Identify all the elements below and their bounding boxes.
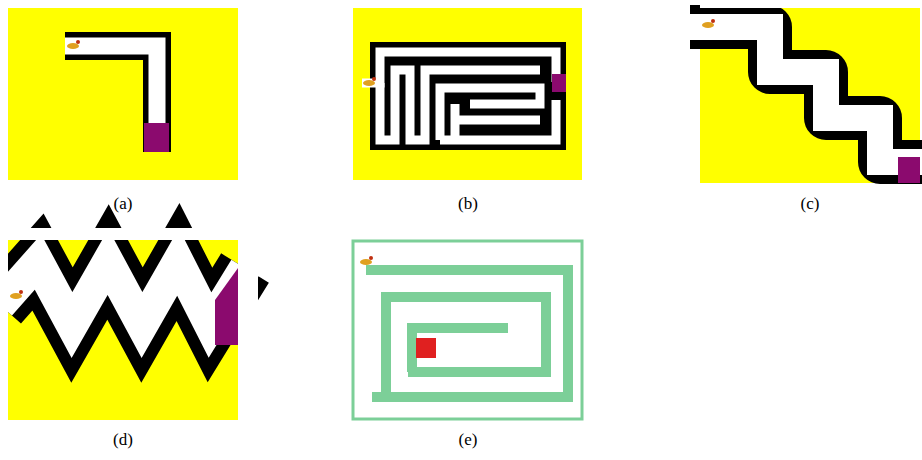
maze-e (353, 241, 582, 419)
maze-c (690, 0, 922, 183)
maze-d (0, 228, 922, 430)
panel-label: (d) (113, 430, 133, 450)
panel-label: (c) (801, 194, 820, 214)
panel-label: (b) (458, 194, 478, 214)
maze-b (353, 8, 582, 180)
maze-a (8, 8, 238, 180)
panel-label: (a) (114, 194, 133, 214)
panel-label: (e) (459, 430, 478, 450)
